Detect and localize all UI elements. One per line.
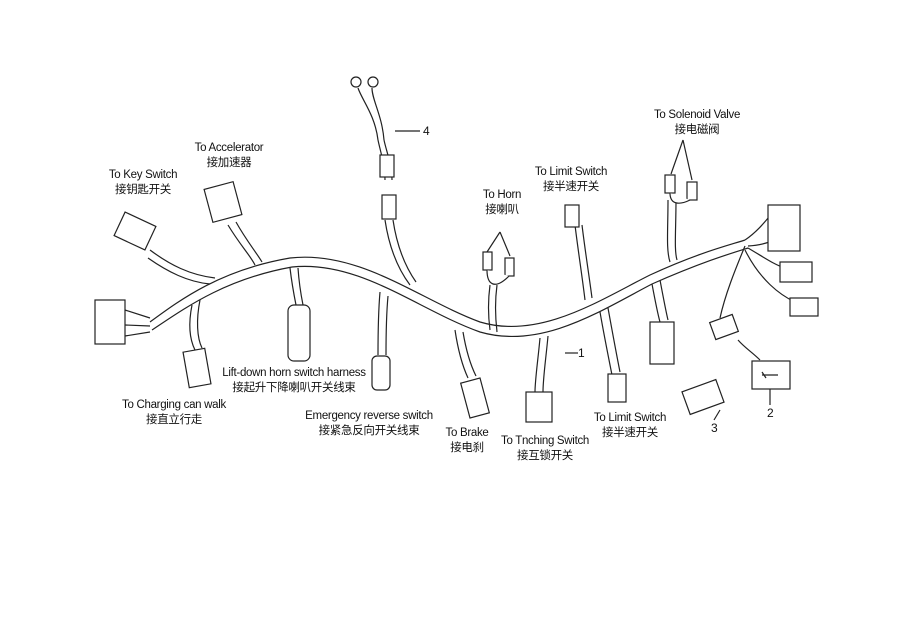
- label-en: Emergency reverse switch: [305, 410, 433, 422]
- label-cn: 接电刹: [450, 442, 484, 454]
- inching-switch-connector: [525, 391, 553, 423]
- solenoid-terminal: [686, 181, 698, 201]
- limit-switch-bottom-connector: [607, 373, 627, 403]
- main-harness-trunk: [149, 239, 749, 337]
- multi-pin-connector: [649, 321, 675, 365]
- label-en: To Accelerator: [194, 142, 264, 154]
- label-en: To Brake: [445, 427, 489, 439]
- label-cn: 接喇叭: [485, 204, 519, 216]
- leader-lines: [395, 130, 771, 421]
- label-cn: 接半速开关: [602, 427, 658, 439]
- lift-down-horn-connector: [287, 304, 311, 362]
- part-number-2: 2: [767, 406, 774, 420]
- label-accelerator: To Accelerator 接加速器: [195, 141, 264, 171]
- right-connector-2: [779, 261, 813, 283]
- label-emergency-reverse: Emergency reverse switch 接紧急反向开关线束: [305, 409, 433, 439]
- charging-walk-connector: [182, 347, 212, 389]
- solenoid-terminal: [664, 174, 676, 194]
- label-horn: To Horn 接喇叭: [483, 188, 521, 218]
- label-en: To Charging can walk: [122, 399, 226, 411]
- mid-top-connector: [381, 194, 397, 220]
- right-connector-4: [708, 313, 740, 341]
- label-cn: 接起升下降喇叭开关线束: [232, 382, 356, 394]
- harness-branches: [147, 87, 796, 393]
- horn-terminal: [482, 251, 493, 271]
- part-number-4: 4: [423, 124, 430, 138]
- label-key-switch: To Key Switch 接钥匙开关: [108, 168, 178, 198]
- label-en: Lift-down horn switch harness: [222, 367, 366, 379]
- label-cn: 接电磁阀: [674, 124, 720, 136]
- emergency-reverse-connector: [371, 355, 391, 391]
- ring-terminal: [350, 76, 362, 88]
- label-inching-switch: To Tnching Switch 接互锁开关: [501, 434, 589, 464]
- ring-terminal: [367, 76, 379, 88]
- key-switch-connector: [113, 211, 157, 251]
- part-3-relay: [681, 378, 725, 416]
- label-cn: 接直立行走: [145, 414, 202, 426]
- label-en: To Horn: [482, 189, 522, 201]
- label-cn: 接半速开关: [543, 181, 599, 193]
- label-charging-walk: To Charging can walk 接直立行走: [122, 398, 226, 428]
- label-limit-switch-top: To Limit Switch 接半速开关: [535, 165, 607, 195]
- label-en: To Limit Switch: [593, 412, 667, 424]
- right-end-connector: [767, 204, 801, 252]
- horn-terminal: [504, 257, 515, 277]
- label-en: To Tnching Switch: [500, 435, 590, 447]
- label-en: To Key Switch: [108, 169, 178, 181]
- accelerator-connector: [203, 180, 243, 224]
- part-number-1: 1: [578, 346, 585, 360]
- brake-connector: [459, 377, 491, 419]
- left-end-connector: [94, 299, 126, 345]
- label-en: To Limit Switch: [534, 166, 608, 178]
- label-solenoid-valve: To Solenoid Valve 接电磁阀: [654, 108, 740, 138]
- label-cn: 接互锁开关: [516, 450, 573, 462]
- limit-switch-top-connector: [564, 204, 580, 228]
- label-cn: 接加速器: [206, 157, 252, 169]
- label-lift-down-horn: Lift-down horn switch harness 接起升下降喇叭开关线束: [222, 366, 366, 396]
- right-connector-3: [789, 297, 819, 317]
- fuse-icon: [761, 371, 778, 379]
- label-en: To Solenoid Valve: [653, 109, 741, 121]
- connectors: [94, 76, 819, 423]
- label-limit-switch-bottom: To Limit Switch 接半速开关: [594, 411, 666, 441]
- label-cn: 接钥匙开关: [114, 184, 171, 196]
- label-brake: To Brake 接电刹: [446, 426, 489, 456]
- label-cn: 接紧急反向开关线束: [318, 425, 420, 437]
- part-number-3: 3: [711, 421, 718, 435]
- part-4-connector: [379, 154, 395, 178]
